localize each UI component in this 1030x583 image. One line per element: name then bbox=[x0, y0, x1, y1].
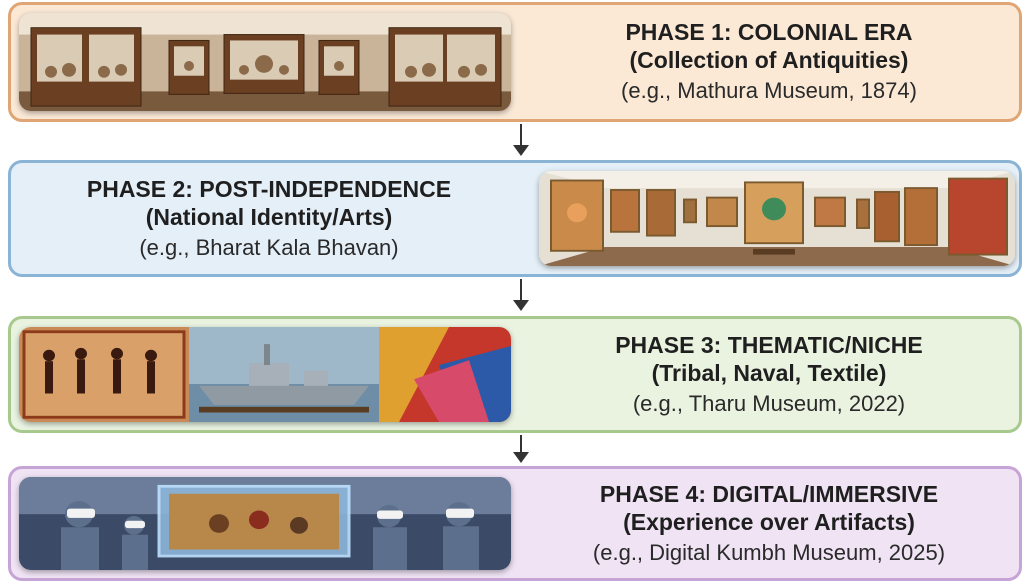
art-gallery-image bbox=[539, 171, 1015, 266]
phase-2-box: PHASE 2: POST-INDEPENDENCE (National Ide… bbox=[8, 160, 1022, 277]
phase-3-example: (e.g., Tharu Museum, 2022) bbox=[632, 390, 906, 416]
thematic-collage-image bbox=[19, 327, 511, 422]
phase-3-text: PHASE 3: THEMATIC/NICHE (Tribal, Naval, … bbox=[521, 319, 1017, 430]
phase-3-title: PHASE 3: THEMATIC/NICHE bbox=[615, 331, 923, 358]
colonial-museum-image bbox=[19, 13, 511, 111]
phase-3-box: PHASE 3: THEMATIC/NICHE (Tribal, Naval, … bbox=[8, 316, 1022, 433]
phase-1-box: PHASE 1: COLONIAL ERA (Collection of Ant… bbox=[8, 2, 1022, 122]
phase-4-title: PHASE 4: DIGITAL/IMMERSIVE bbox=[599, 480, 939, 507]
phase-2-text: PHASE 2: POST-INDEPENDENCE (National Ide… bbox=[19, 163, 519, 274]
phase-4-box: PHASE 4: DIGITAL/IMMERSIVE (Experience o… bbox=[8, 466, 1022, 581]
down-arrow-icon bbox=[513, 279, 529, 311]
phase-1-title: PHASE 1: COLONIAL ERA bbox=[625, 19, 913, 45]
down-arrow-icon bbox=[513, 124, 529, 156]
phase-2-example: (e.g., Bharat Kala Bhavan) bbox=[139, 234, 399, 260]
phase-2-title: PHASE 2: POST-INDEPENDENCE bbox=[86, 175, 452, 202]
down-arrow-icon bbox=[513, 435, 529, 463]
phase-3-subtitle: (Tribal, Naval, Textile) bbox=[651, 359, 887, 386]
phase-4-text: PHASE 4: DIGITAL/IMMERSIVE (Experience o… bbox=[521, 469, 1017, 578]
phase-4-subtitle: (Experience over Artifacts) bbox=[623, 508, 915, 535]
phase-1-subtitle: (Collection of Antiquities) bbox=[629, 47, 909, 73]
phase-1-text: PHASE 1: COLONIAL ERA (Collection of Ant… bbox=[521, 5, 1017, 119]
phase-4-example: (e.g., Digital Kumbh Museum, 2025) bbox=[592, 539, 946, 565]
phase-2-subtitle: (National Identity/Arts) bbox=[145, 203, 393, 230]
phase-1-example: (e.g., Mathura Museum, 1874) bbox=[621, 78, 917, 103]
vr-immersive-image bbox=[19, 477, 511, 570]
